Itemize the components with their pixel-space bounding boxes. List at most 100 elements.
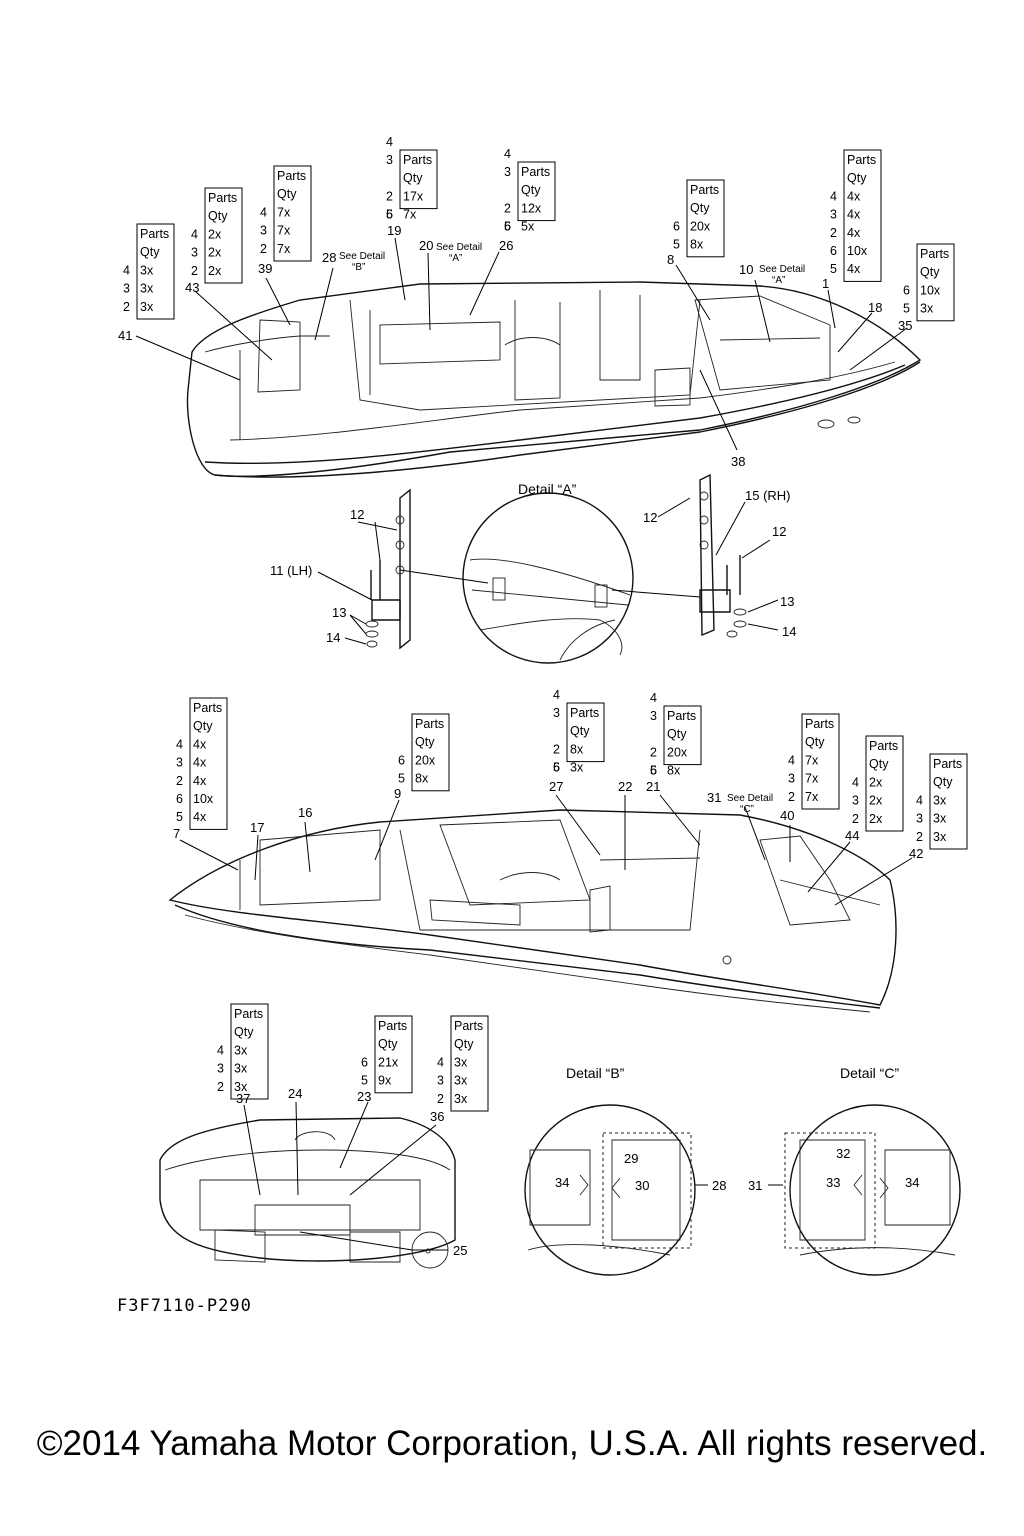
- callout-number: 16: [298, 805, 312, 820]
- part-number: 2: [830, 226, 837, 240]
- callout-number: 10: [739, 262, 753, 277]
- table-frame: [843, 149, 882, 282]
- table-header: Qty: [193, 719, 213, 733]
- callout-number: 35: [898, 318, 912, 333]
- table-header: Qty: [277, 187, 297, 201]
- table-header: Parts: [667, 709, 696, 723]
- part-qty: 7x: [403, 208, 417, 222]
- table-frame: [136, 223, 175, 320]
- part-number: 6: [361, 1055, 368, 1069]
- part-number: 4: [852, 775, 859, 789]
- part-number: 2: [916, 830, 923, 844]
- callout-number: 27: [549, 779, 563, 794]
- part-qty: 3x: [234, 1062, 248, 1076]
- see-detail-note: See Detail: [436, 242, 482, 253]
- callout-number: 30: [635, 1178, 649, 1193]
- part-number: 5: [903, 302, 910, 316]
- part-qty: 4x: [847, 226, 861, 240]
- table-frame: [399, 149, 438, 210]
- part-number: 3: [437, 1074, 444, 1088]
- part-qty: 3x: [933, 830, 947, 844]
- table-frame: [189, 697, 228, 830]
- part-number: 3: [852, 794, 859, 808]
- part-number: 5: [361, 1074, 368, 1088]
- stern-view: [159, 1117, 456, 1269]
- callout-number: 17: [250, 820, 264, 835]
- part-qty: 2x: [869, 775, 883, 789]
- detail-a-view: [365, 473, 747, 664]
- part-number: 2: [553, 742, 560, 756]
- table-header: Parts: [415, 717, 444, 731]
- table-header: Qty: [521, 183, 541, 197]
- callout-number: 42: [909, 846, 923, 861]
- part-qty: 7x: [805, 790, 819, 804]
- callout-number: 24: [288, 1086, 302, 1101]
- table-header: Qty: [667, 727, 687, 741]
- table-header: Parts: [933, 757, 962, 771]
- table-header: Parts: [234, 1007, 263, 1021]
- table-header: Qty: [415, 735, 435, 749]
- part-qty: 3x: [933, 812, 947, 826]
- table-header: Qty: [690, 201, 710, 215]
- table-frame: [566, 702, 605, 763]
- callout-number: 37: [236, 1091, 250, 1106]
- table-header: Qty: [454, 1037, 474, 1051]
- reference-code: F3F7110-P290: [117, 1296, 252, 1316]
- callout-number: 38: [731, 454, 745, 469]
- part-number: 2: [852, 812, 859, 826]
- detail-c-view: [784, 1104, 961, 1276]
- callout-number: 31: [707, 790, 721, 805]
- table-frame: [204, 187, 243, 284]
- callout-number: 12: [643, 510, 657, 525]
- table-frame: [929, 753, 968, 850]
- detail-a-title: Detail “A”: [518, 481, 577, 497]
- part-qty: 4x: [847, 262, 861, 276]
- part-number: 5: [553, 761, 560, 775]
- table-header: Parts: [869, 739, 898, 753]
- part-number: 2: [191, 264, 198, 278]
- table-header: Qty: [208, 209, 228, 223]
- table-frame: [374, 1015, 413, 1094]
- part-qty: 4x: [847, 208, 861, 222]
- part-number: 5: [176, 810, 183, 824]
- part-qty: 3x: [570, 761, 584, 775]
- table-frame: [865, 735, 904, 832]
- see-detail-note: “C”: [740, 804, 754, 815]
- part-qty: 2x: [208, 227, 222, 241]
- part-number: 4: [553, 688, 560, 702]
- table-header: Qty: [570, 724, 590, 738]
- part-number: 6: [504, 220, 511, 234]
- part-number: 6: [553, 761, 560, 775]
- callout-number: 43: [185, 280, 199, 295]
- callout-number: 18: [868, 300, 882, 315]
- part-qty: 2x: [869, 812, 883, 826]
- see-detail-note: See Detail: [727, 793, 773, 804]
- callout-number: 40: [780, 808, 794, 823]
- callout-number: 34: [555, 1175, 569, 1190]
- part-number: 5: [398, 772, 405, 786]
- callout-number: 25: [453, 1243, 467, 1258]
- table-header: Qty: [140, 245, 160, 259]
- table-header: Parts: [454, 1019, 483, 1033]
- part-qty: 8x: [690, 238, 704, 252]
- part-number: 4: [916, 793, 923, 807]
- part-number: 6: [398, 753, 405, 767]
- table-header: Qty: [920, 265, 940, 279]
- table-frame: [916, 243, 955, 322]
- callout-number: 44: [845, 828, 859, 843]
- table-frame: [686, 179, 725, 258]
- part-qty: 3x: [454, 1092, 468, 1106]
- part-qty: 5x: [521, 220, 535, 234]
- table-header: Parts: [277, 169, 306, 183]
- part-number: 6: [903, 283, 910, 297]
- part-qty: 12x: [521, 201, 542, 215]
- part-number: 2: [650, 745, 657, 759]
- table-header: Parts: [193, 701, 222, 715]
- callout-number: 13: [332, 605, 346, 620]
- callout-number: 28: [322, 250, 336, 265]
